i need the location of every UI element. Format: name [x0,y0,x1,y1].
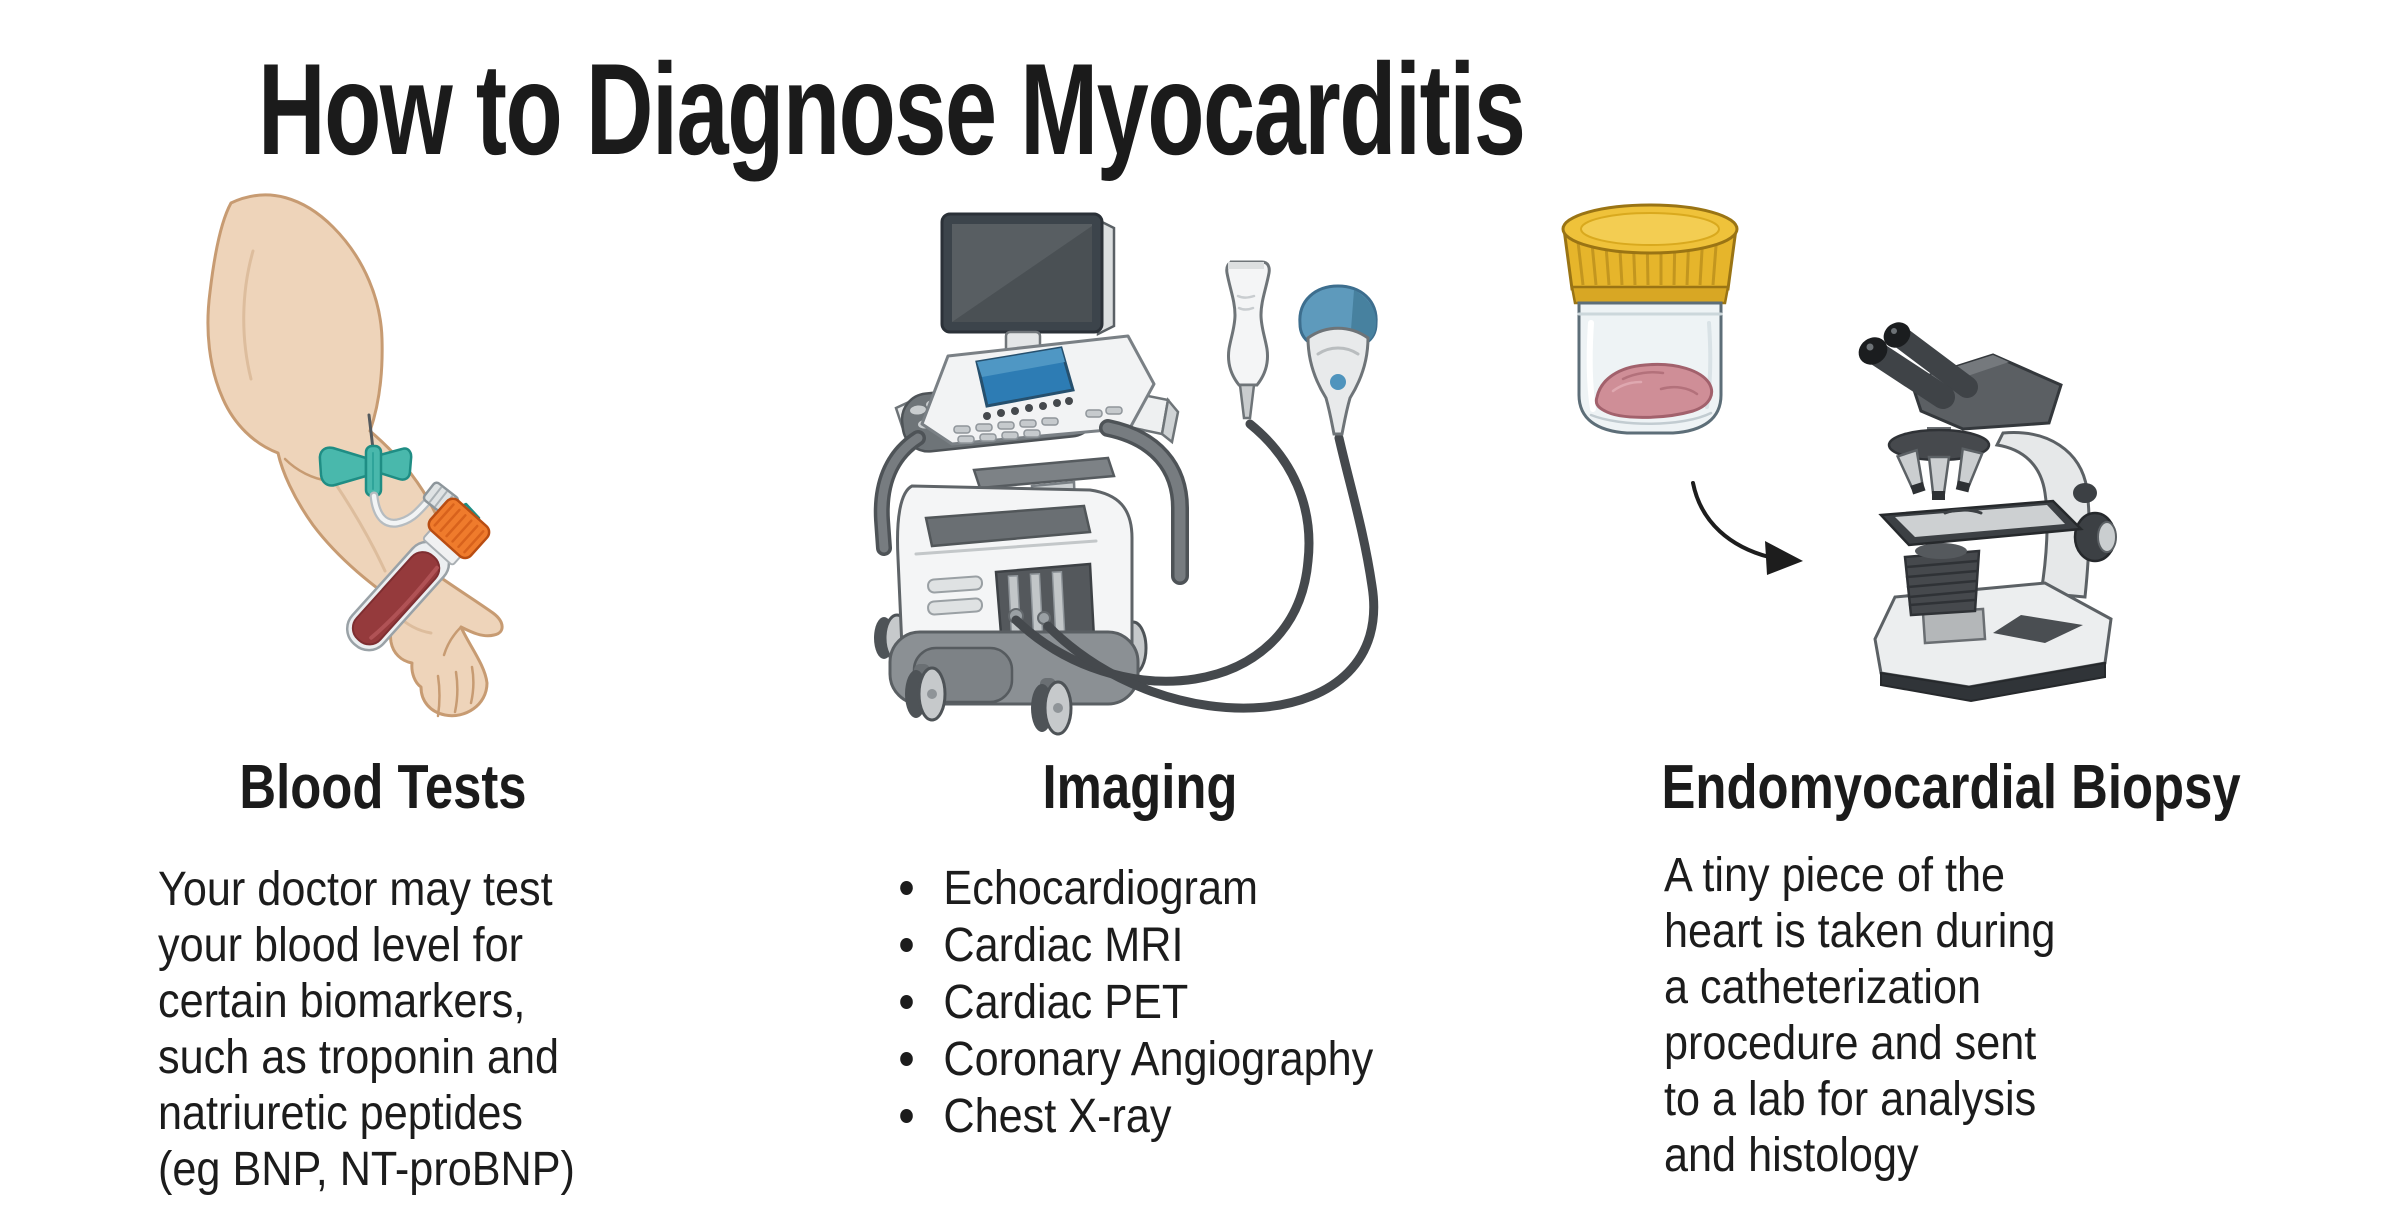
list-item: Chest X-ray [893,1088,1451,1145]
ultrasound-console [894,334,1180,490]
microscope-icon [1858,322,2117,703]
biopsy-illustration [1561,203,2117,703]
blood-collection-tube-icon [345,497,491,652]
linear-probe-icon [1225,260,1271,420]
blood-draw-illustration [206,193,504,718]
blood-tests-description: Your doctor may test your blood level fo… [158,863,575,1196]
list-item: Cardiac MRI [893,917,1451,974]
section-heading-imaging: Imaging [1042,753,1238,822]
section-heading-endomyocardial-biopsy: Endomyocardial Biopsy [1661,753,2241,822]
imaging-methods-list: Echocardiogram Cardiac MRI Cardiac PET C… [893,860,1451,1145]
console-keys [953,406,1123,444]
list-item: Coronary Angiography [893,1031,1451,1088]
convex-probe-icon [1298,284,1378,436]
list-item: Echocardiogram [893,860,1451,917]
ultrasound-monitor-icon [940,212,1116,356]
console-knobs [983,397,1073,420]
caster-wheel-icon [905,664,947,722]
probe-cables [1011,419,1379,713]
curved-arrow-icon [1691,481,1803,575]
page-title: How to Diagnose Myocarditis [258,36,1526,182]
ultrasound-machine-illustration [873,212,1379,736]
section-heading-blood-tests: Blood Tests [239,753,527,822]
caster-wheel-icon [1031,678,1073,736]
specimen-jar-icon [1561,203,1739,435]
list-item: Cardiac PET [893,974,1451,1031]
endomyocardial-biopsy-description: A tiny piece of the heart is taken durin… [1664,849,2056,1182]
